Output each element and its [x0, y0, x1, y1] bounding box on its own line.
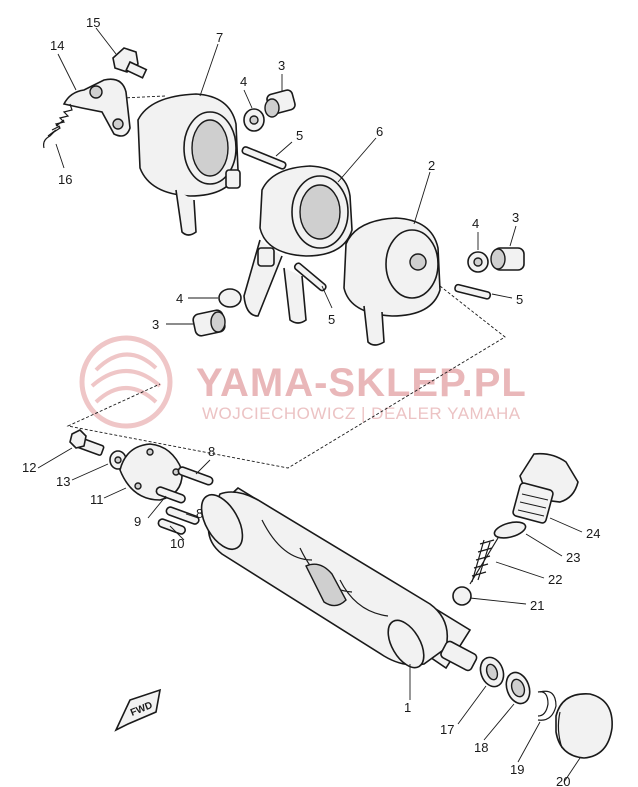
- callout-10: 10: [170, 536, 184, 551]
- watermark-logo-icon: [79, 335, 173, 429]
- bolt-part-15: [112, 47, 148, 79]
- shift-drum-part-1: [200, 487, 478, 672]
- fwd-direction-arrow-icon: FWD: [114, 688, 162, 732]
- callout-5-middle: 5: [328, 312, 335, 327]
- circlip-part-19: [537, 690, 557, 721]
- roller-part-3-top: [264, 89, 296, 118]
- shift-fork-part-2: [283, 217, 441, 346]
- pin-part-10: [157, 518, 186, 535]
- callout-12: 12: [22, 460, 36, 475]
- bearing-part-18: [505, 671, 531, 705]
- gasket-part-23: [493, 521, 527, 539]
- washer-part-4-right: [467, 251, 489, 273]
- callout-labels: 15 14 16 7 4 3 5 6 2 4 3 5 4 3 5 12 13 1…: [22, 15, 600, 787]
- callout-2: 2: [428, 158, 435, 173]
- callout-23: 23: [566, 550, 580, 565]
- roller-part-3-left: [192, 309, 226, 337]
- spring-part-16: [43, 103, 73, 149]
- watermark-tagline: WOJCIECHOWICZ | DEALER YAMAHA: [202, 404, 521, 423]
- callout-13: 13: [56, 474, 70, 489]
- pin-part-8-lower: [165, 506, 200, 525]
- pin-part-9: [155, 486, 186, 504]
- callout-21: 21: [530, 598, 544, 613]
- callout-1: 1: [404, 700, 411, 715]
- washer-part-4-top: [243, 108, 265, 132]
- callout-24: 24: [586, 526, 600, 541]
- washer-part-4-left: [218, 288, 242, 308]
- callout-3-left: 3: [152, 317, 159, 332]
- shift-fork-part-6: [243, 165, 353, 317]
- callout-18: 18: [474, 740, 488, 755]
- callout-3-right: 3: [512, 210, 519, 225]
- roller-part-3-right: [490, 247, 525, 271]
- assembly-guide-lines: [66, 95, 506, 469]
- callout-14: 14: [50, 38, 64, 53]
- callout-8-upper: 8: [208, 444, 215, 459]
- callout-7: 7: [216, 30, 223, 45]
- guide-pin-part-5-right: [454, 283, 492, 300]
- callout-5-top: 5: [296, 128, 303, 143]
- callout-19: 19: [510, 762, 524, 777]
- callout-6: 6: [376, 124, 383, 139]
- stopper-lever-part-14: [62, 78, 131, 137]
- callout-11: 11: [90, 492, 104, 507]
- plug-bolt-part-24: [512, 452, 579, 524]
- watermark: YAMA-SKLEP.PL WOJCIECHOWICZ | DEALER YAM…: [79, 335, 527, 429]
- callout-15: 15: [86, 15, 100, 30]
- callout-22: 22: [548, 572, 562, 587]
- callout-3-top: 3: [278, 58, 285, 73]
- callout-9: 9: [134, 514, 141, 529]
- leader-lines: [37, 27, 583, 783]
- callout-5-right: 5: [516, 292, 523, 307]
- spring-part-22: [469, 537, 499, 585]
- washer-part-17: [479, 656, 505, 688]
- pin-part-8-upper: [177, 466, 214, 486]
- watermark-brand: YAMA-SKLEP.PL: [196, 361, 527, 405]
- callout-20: 20: [556, 774, 570, 787]
- callout-16: 16: [58, 172, 72, 187]
- guide-pin-part-5-top: [241, 146, 287, 170]
- guide-pin-part-5-middle: [293, 262, 327, 292]
- callout-17: 17: [440, 722, 454, 737]
- callout-8-lower: 8: [196, 506, 203, 521]
- cover-part-20: [555, 693, 613, 759]
- callout-4-right: 4: [472, 216, 479, 231]
- shift-fork-part-7: [137, 93, 241, 236]
- callout-4-left: 4: [176, 291, 183, 306]
- ball-part-21: [452, 586, 472, 606]
- bolt-part-12: [69, 429, 105, 456]
- callout-4-top: 4: [240, 74, 247, 89]
